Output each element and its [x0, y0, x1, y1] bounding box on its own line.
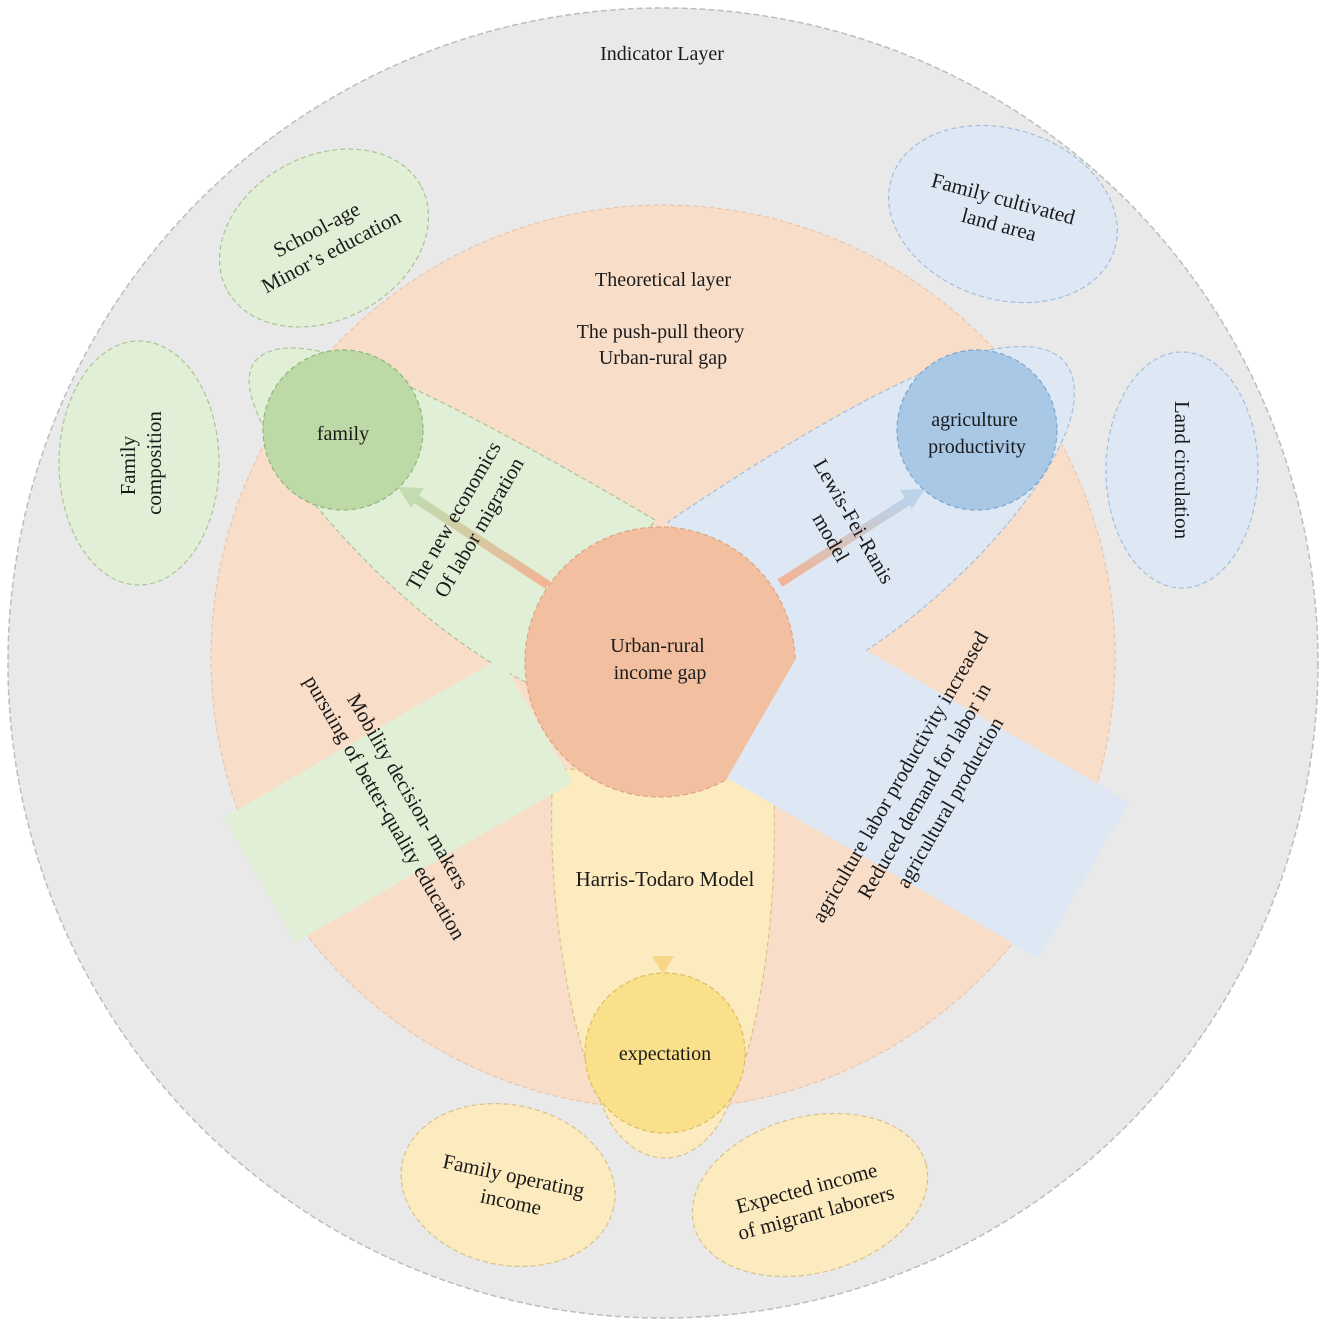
indicator-expected-income: Expected income of migrant laborers: [691, 1112, 929, 1278]
indicator-layer-title: Indicator Layer: [600, 43, 724, 65]
agriculture-node: agriculture productivity: [896, 349, 1058, 511]
agriculture-node-label: agriculture productivity: [928, 409, 1026, 458]
theoretical-layer-subtitle: The push-pull theory Urban-rural gap: [577, 321, 750, 369]
indicator-cultivated-land: Family cultivated land area: [888, 124, 1118, 304]
theory-harris-todaro-label: Harris-Todaro Model: [576, 867, 755, 891]
indicator-family-composition: Family composition: [58, 340, 220, 586]
center-node: Urban-rural income gap: [524, 526, 796, 798]
indicator-land-circulation: Land circulation: [1105, 351, 1259, 589]
agri-labor-mechanism-box: agriculture labor productivity increased…: [727, 622, 1129, 958]
theoretical-layer-title: Theoretical layer: [595, 269, 731, 291]
expectation-node-label: expectation: [619, 1043, 711, 1065]
indicator-education: School-age Minor’s education: [218, 148, 430, 328]
arrow-to-agriculture: [777, 489, 925, 587]
arrow-to-expectation: [652, 795, 674, 974]
expectation-node: expectation: [584, 972, 746, 1134]
indicator-land-circulation-label: Land circulation: [1170, 401, 1194, 540]
indicator-family-composition-label: Family composition: [116, 411, 166, 515]
indicator-operating-income: Family operating income: [400, 1102, 616, 1268]
center-node-label: Urban-rural income gap: [610, 635, 709, 684]
family-node: family: [262, 349, 424, 511]
arrow-to-family: [398, 487, 551, 589]
family-node-label: family: [317, 423, 369, 445]
